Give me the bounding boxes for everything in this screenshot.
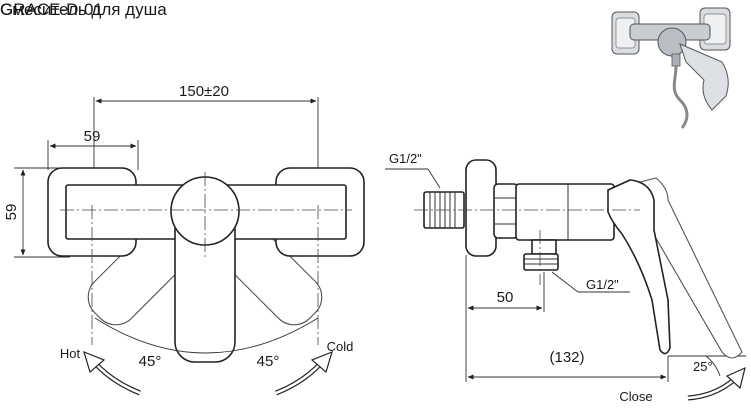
side-dimensions bbox=[385, 168, 746, 382]
product-photo bbox=[611, 7, 731, 129]
side-body bbox=[515, 183, 615, 241]
outlet-stub bbox=[531, 239, 557, 255]
label-cold: Cold bbox=[327, 339, 354, 354]
angle-arc bbox=[94, 317, 319, 354]
rotation-arrow-hot bbox=[83, 350, 141, 396]
angle-right: 45° bbox=[257, 353, 280, 370]
outlet-thread-label: G1/2" bbox=[586, 277, 619, 292]
dim-outlet-offset: 50 bbox=[497, 289, 514, 306]
dim-width: 150±20 bbox=[179, 83, 229, 100]
label-close: Close bbox=[619, 389, 652, 404]
model-code: GRACE-D-01 bbox=[0, 0, 103, 19]
angle-left: 45° bbox=[139, 353, 162, 370]
side-lever bbox=[607, 179, 671, 355]
dim-depth: (132) bbox=[549, 349, 584, 366]
close-direction-arrow bbox=[687, 366, 746, 401]
inlet-thread-label: G1/2" bbox=[389, 151, 422, 166]
angle-close: 25° bbox=[693, 359, 713, 374]
dim-bracket-height: 59 bbox=[3, 204, 20, 221]
outlet-thread bbox=[523, 253, 559, 271]
product-subtitle: Смеситель для душа bbox=[0, 0, 167, 19]
label-hot: Hot bbox=[60, 346, 81, 361]
dim-bracket-width: 59 bbox=[84, 128, 101, 145]
connection-nut bbox=[493, 183, 519, 239]
side-view: G1/2" G1/2" 50 (132) 25° Close bbox=[385, 151, 746, 404]
rotation-arrow-cold bbox=[275, 350, 333, 396]
front-view: 150±20 59 59 Hot Cold 45° 45° bbox=[3, 83, 365, 396]
wall-flange bbox=[465, 159, 497, 257]
